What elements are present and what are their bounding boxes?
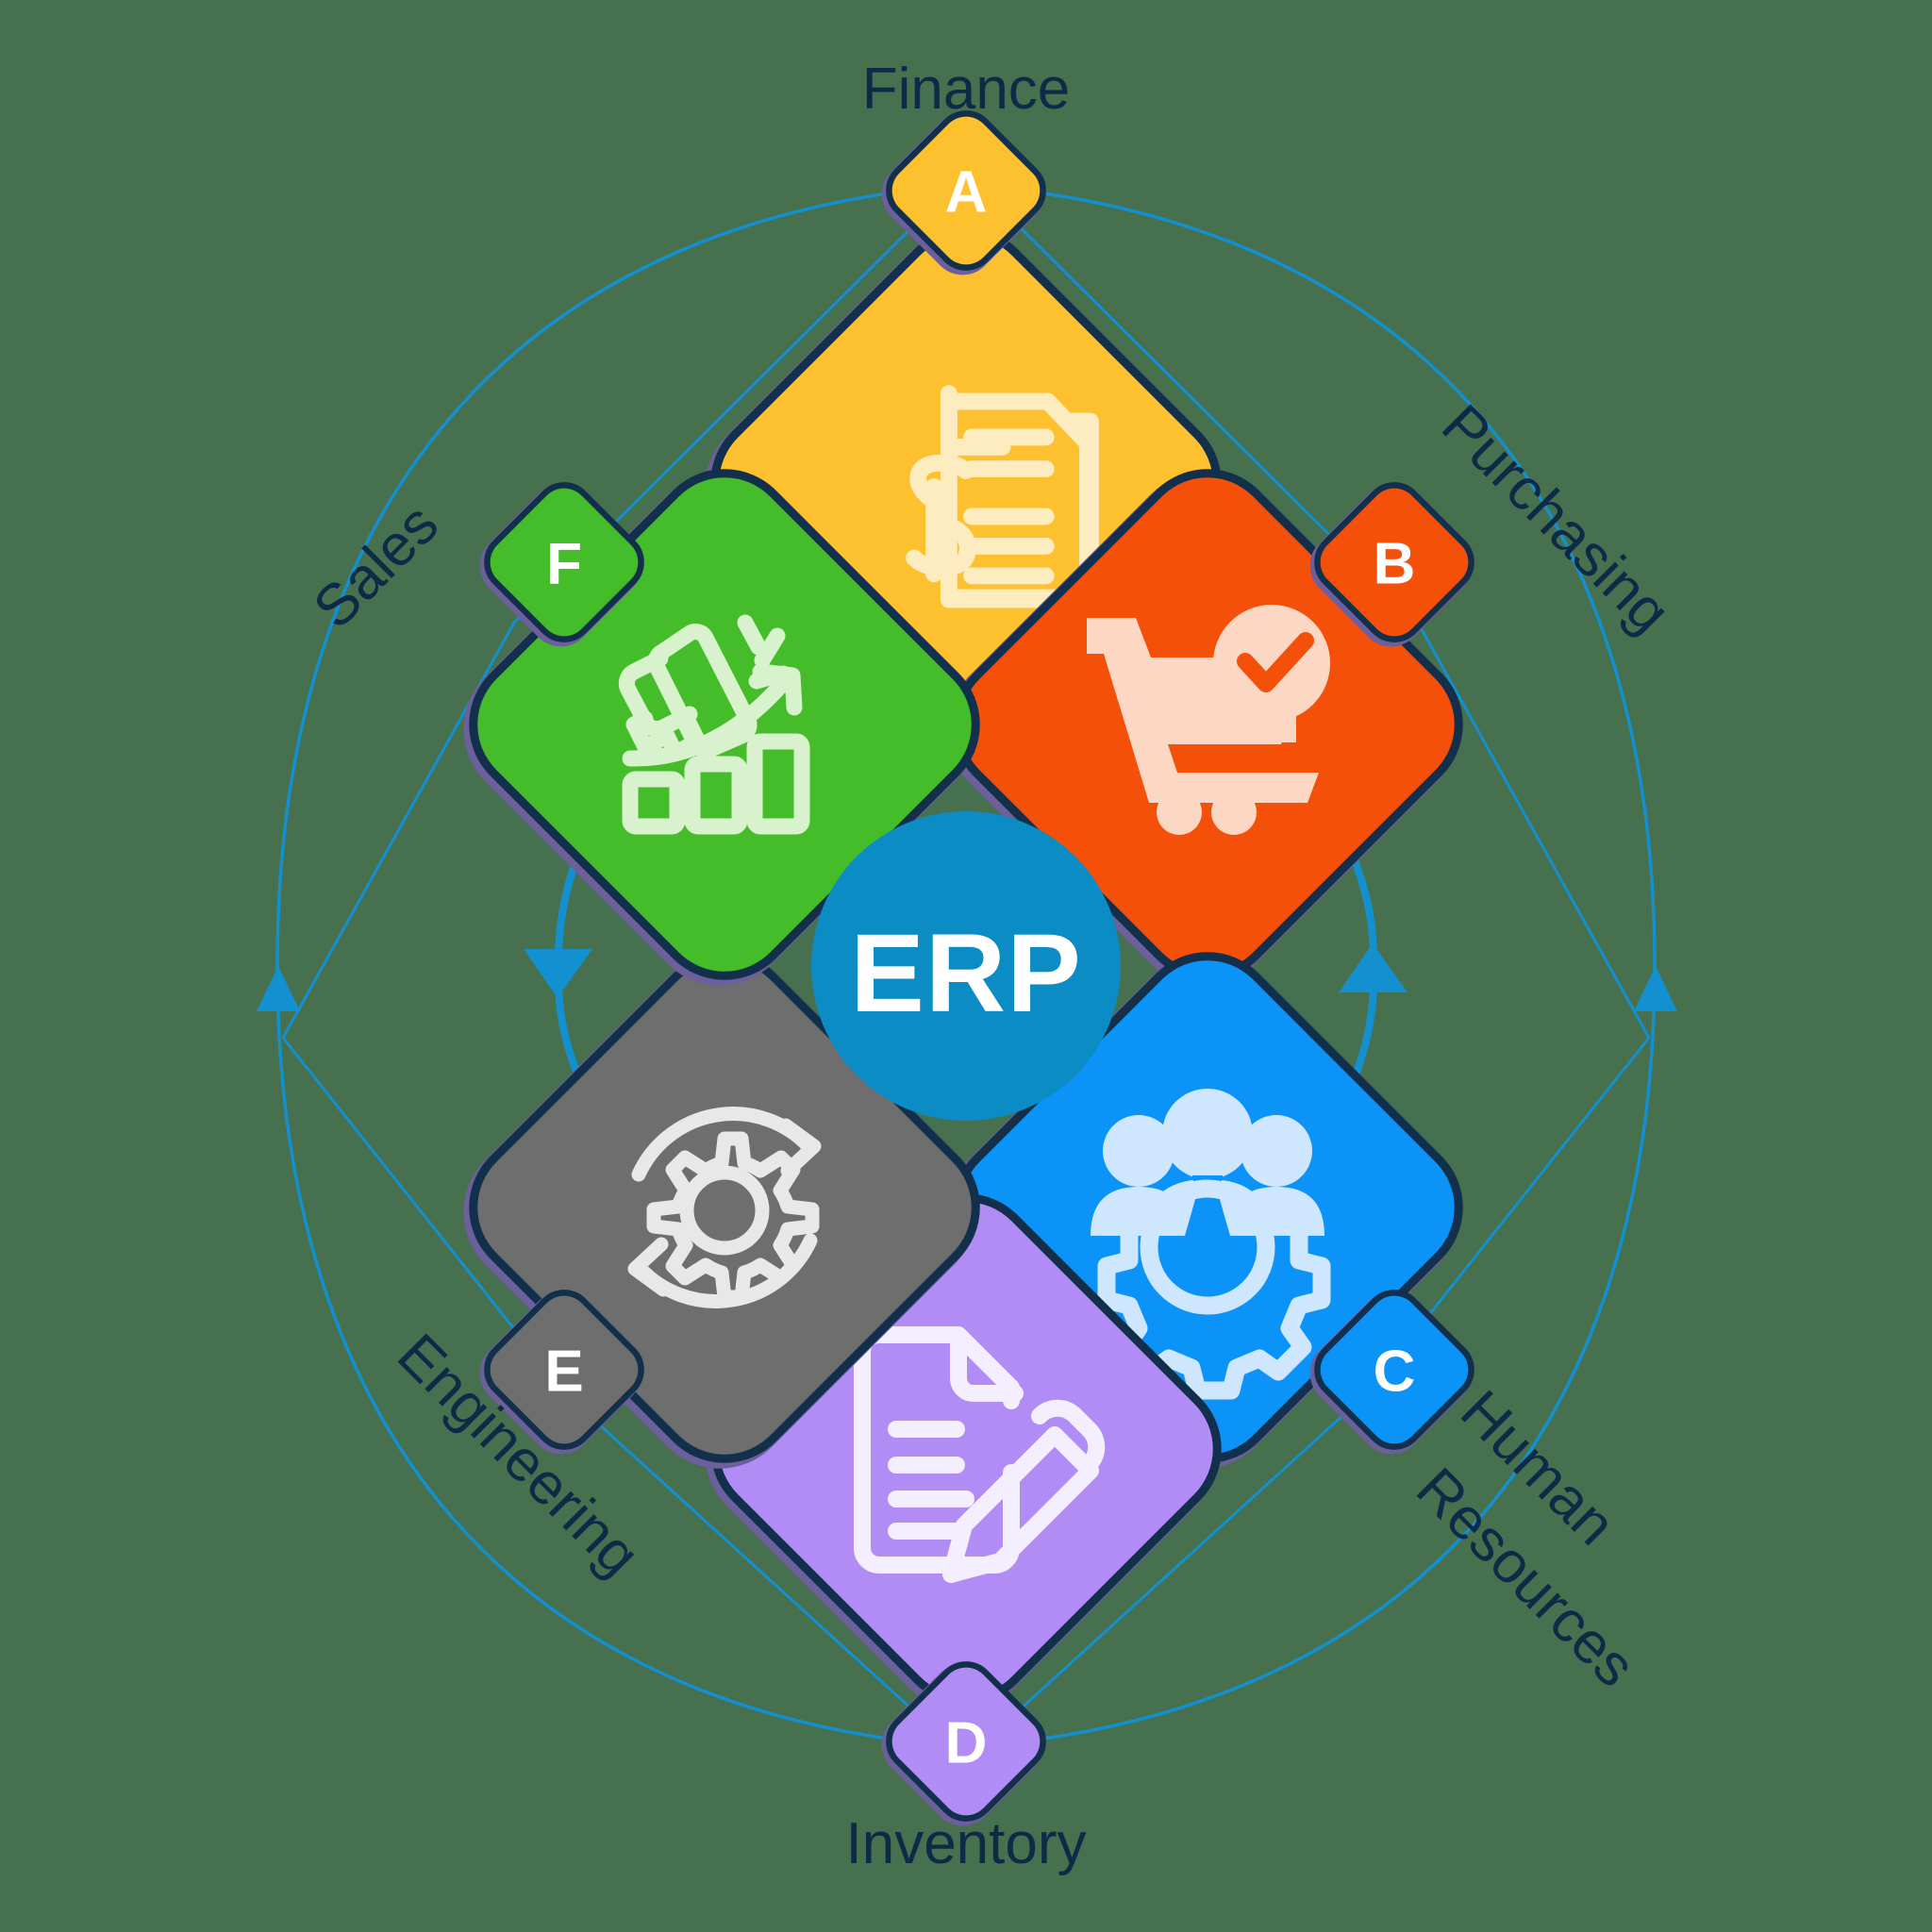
megaphone-growth-icon — [618, 614, 810, 835]
label-sales: Sales — [301, 491, 450, 641]
label-inventory: Inventory — [845, 1811, 1086, 1876]
label-purchasing: Purchasing — [1429, 392, 1682, 645]
badge-d[interactable]: D — [875, 1655, 1053, 1832]
inner-arc-right-arrowhead — [1339, 943, 1407, 992]
outer-arc-left-arrowhead — [257, 966, 300, 1011]
badge-d-face — [891, 1667, 1041, 1816]
badge-e-letter: E — [544, 1340, 583, 1405]
badge-f-letter: F — [546, 532, 582, 597]
badge-f-face — [490, 488, 639, 637]
badge-b-face — [1320, 488, 1469, 637]
label-finance: Finance — [862, 57, 1071, 122]
badge-b[interactable]: B — [1304, 475, 1481, 653]
badge-c[interactable]: C — [1304, 1283, 1481, 1460]
badge-e-face — [490, 1295, 639, 1444]
badge-a-letter: A — [945, 160, 988, 225]
erp-center-label: ERP — [850, 911, 1082, 1036]
badge-f[interactable]: F — [474, 475, 651, 653]
badge-c-face — [1320, 1295, 1469, 1444]
label-engineering: Engineering — [385, 1322, 652, 1589]
badge-a-ring-inner — [886, 110, 1046, 271]
shopping-cart-check-icon — [1087, 605, 1330, 835]
outer-arc-right — [965, 183, 1657, 1749]
invoice-dollar-icon — [906, 385, 1099, 608]
outer-arc-right-arrowhead — [1634, 966, 1677, 1011]
badge-e-ring-inner — [484, 1290, 644, 1450]
gear-refresh-icon — [627, 1107, 822, 1308]
badge-c-letter: C — [1374, 1340, 1416, 1405]
outer-arc-left — [275, 183, 967, 1749]
radial-line-d-right — [984, 1392, 1368, 1742]
badge-b-letter: B — [1374, 532, 1416, 597]
badge-a-face — [891, 116, 1041, 265]
badge-f-ring-inner — [484, 482, 644, 642]
node-purchasing[interactable] — [926, 448, 1484, 1006]
radial-line-d-left — [564, 1392, 948, 1742]
inner-arc-left-arrowhead — [524, 949, 592, 998]
badge-d-letter: D — [945, 1711, 988, 1776]
people-gear-icon — [1091, 1089, 1331, 1400]
radial-line-b — [1416, 622, 1651, 1039]
badge-e[interactable]: E — [474, 1283, 651, 1460]
badge-b-ring-inner — [1314, 482, 1474, 642]
badge-d-ring-inner — [886, 1661, 1046, 1822]
erp-center-circle[interactable] — [811, 811, 1121, 1121]
badge-c-ring-inner — [1314, 1290, 1474, 1450]
badge-a[interactable]: A — [875, 104, 1053, 281]
